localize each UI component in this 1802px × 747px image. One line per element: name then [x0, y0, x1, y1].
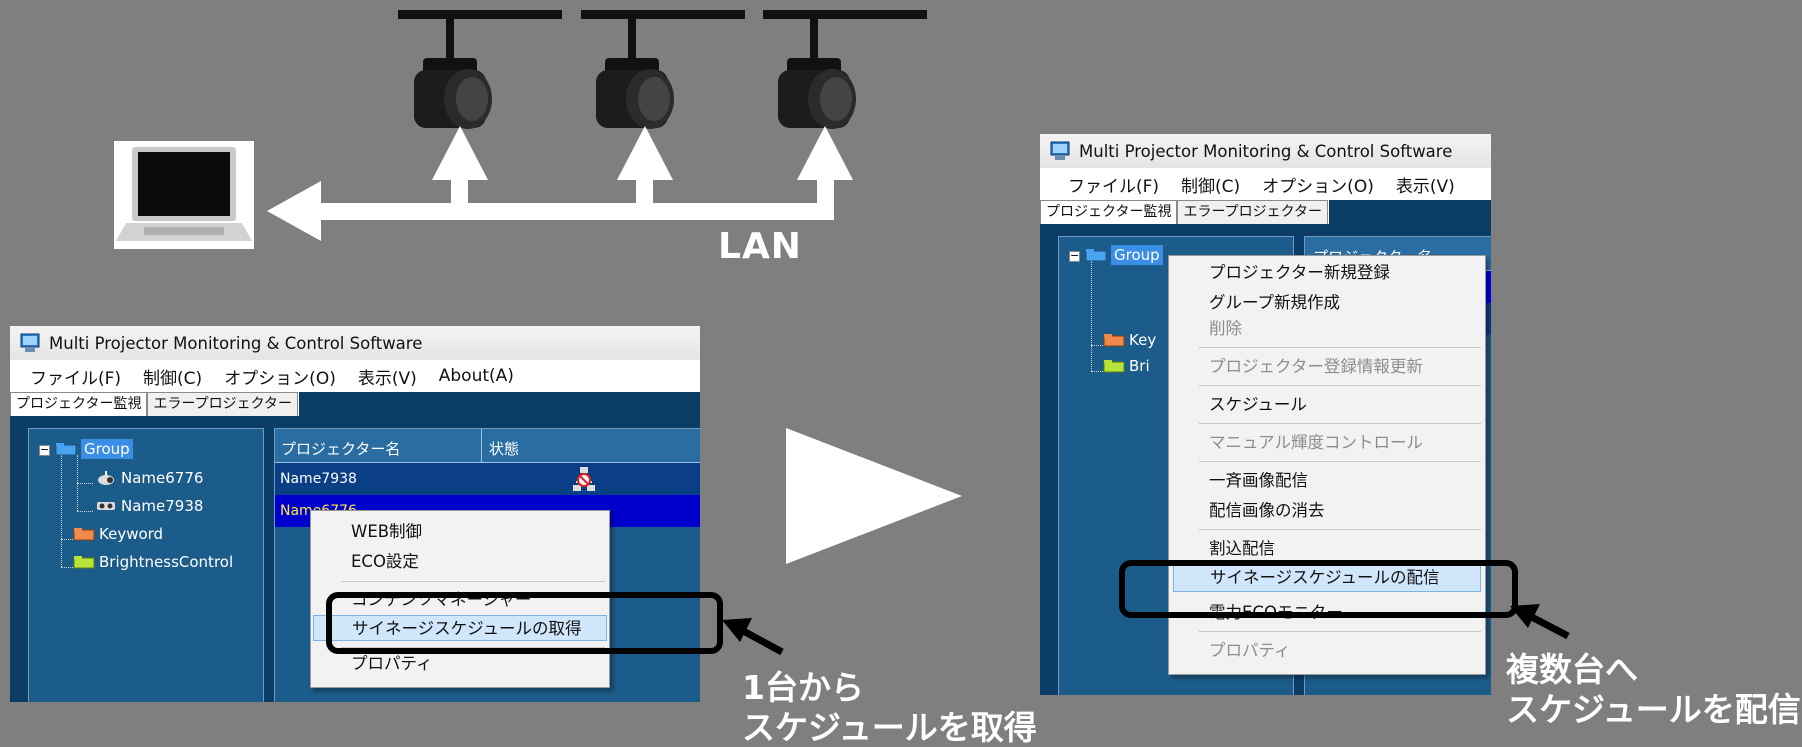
window-title: Multi Projector Monitoring & Control Sof… — [1079, 141, 1453, 161]
list-header: プロジェクター名 状態 — [275, 429, 700, 463]
highlight-callout — [1119, 560, 1518, 618]
menu-bar: ファイル(F) 制御(C) オプション(O) 表示(V) About(A) — [10, 360, 700, 392]
caption-get-schedule: 1台から スケジュールを取得 — [742, 668, 1037, 747]
highlight-callout — [326, 592, 723, 654]
pointer-arrow-icon — [722, 618, 784, 656]
caption-line: 複数台へ — [1506, 650, 1638, 689]
tab-error-projector[interactable]: エラープロジェクター — [147, 392, 299, 416]
tab-bar: プロジェクター監視 エラープロジェクター — [10, 392, 700, 418]
tree-label-keyword: Keyword — [99, 525, 164, 543]
next-arrow-icon — [786, 428, 962, 564]
projector-small-icon — [98, 471, 114, 485]
tree-label-group: Group — [1111, 245, 1163, 265]
folder-green-icon — [73, 556, 95, 569]
menu-item-web-control[interactable]: WEB制御 — [351, 522, 423, 541]
lan-arrows — [267, 126, 853, 241]
row-name: Name7938 — [280, 471, 357, 487]
folder-orange-icon — [73, 528, 95, 541]
menu-view[interactable]: 表示(V) — [357, 368, 417, 389]
column-header-name[interactable]: プロジェクター名 — [281, 440, 401, 458]
caption-distribute-schedule: 複数台へ スケジュールを配信 — [1506, 650, 1801, 730]
tree-item-brightness[interactable]: Bri — [1103, 357, 1150, 375]
menu-item-create-group[interactable]: グループ新規作成 — [1209, 293, 1341, 312]
caption-line: 1台から — [742, 668, 864, 707]
app-icon — [1050, 141, 1070, 160]
menu-item-update-registration[interactable]: プロジェクター登録情報更新 — [1209, 357, 1423, 376]
tree-item-keyword[interactable]: Key — [1103, 331, 1156, 349]
context-menu: WEB制御 ECO設定 コンテンツマネージャー サイネージスケジュールの取得 プ… — [310, 510, 610, 688]
title-bar: Multi Projector Monitoring & Control Sof… — [10, 326, 700, 360]
menu-item-manual-brightness[interactable]: マニュアル輝度コントロール — [1209, 433, 1424, 452]
menu-item-schedule[interactable]: スケジュール — [1209, 395, 1307, 414]
menu-item-properties[interactable]: プロパティ — [1209, 641, 1291, 660]
caption-line: スケジュールを取得 — [742, 708, 1037, 747]
tree-label-group: Group — [81, 439, 133, 459]
tree-label-brightness: Bri — [1129, 357, 1150, 375]
folder-icon — [55, 443, 77, 456]
tree-label-brightness: BrightnessControl — [99, 553, 234, 571]
app-icon — [20, 333, 40, 352]
menu-item-register-projector[interactable]: プロジェクター新規登録 — [1209, 263, 1390, 282]
lan-label: LAN — [718, 226, 802, 267]
left-app-window: Multi Projector Monitoring & Control Sof… — [10, 326, 700, 702]
menu-options[interactable]: オプション(O) — [1262, 176, 1374, 197]
tree-item-name7938[interactable]: Name7938 — [95, 497, 203, 515]
menu-item-properties[interactable]: プロパティ — [351, 654, 433, 673]
menu-item-delete-distributed-image[interactable]: 配信画像の消去 — [1209, 501, 1325, 520]
context-menu: プロジェクター新規登録 グループ新規作成 削除 プロジェクター登録情報更新 スケ… — [1168, 255, 1486, 675]
tree-item-name6776[interactable]: Name6776 — [95, 469, 203, 487]
menu-options[interactable]: オプション(O) — [224, 368, 336, 389]
lan-diagram-graphic — [267, 10, 927, 241]
folder-orange-icon — [1103, 334, 1125, 347]
tree-item-group[interactable]: Group — [1085, 245, 1163, 265]
title-bar: Multi Projector Monitoring & Control Sof… — [1040, 134, 1491, 168]
tree-label-keyword: Key — [1129, 331, 1157, 349]
tab-projector-monitor[interactable]: プロジェクター監視 — [10, 392, 148, 416]
tree-item-group[interactable]: Group — [55, 439, 133, 459]
table-row[interactable]: Name7938 — [275, 463, 700, 495]
tree-label-name7938: Name7938 — [121, 497, 204, 515]
laptop-icon — [114, 141, 254, 249]
group-tree: − Group Name6776 Name7938 Keyword — [28, 428, 264, 702]
right-app-window: Multi Projector Monitoring & Control Sof… — [1040, 134, 1491, 695]
menu-item-distribute-signage-schedule[interactable]: サイネージスケジュールの配信 — [1173, 564, 1481, 592]
tree-item-keyword[interactable]: Keyword — [73, 525, 163, 543]
menu-control[interactable]: 制御(C) — [1181, 176, 1241, 197]
menu-item-eco-settings[interactable]: ECO設定 — [351, 552, 419, 571]
folder-icon — [1085, 249, 1107, 262]
tab-projector-monitor[interactable]: プロジェクター監視 — [1040, 200, 1178, 224]
projector-icon — [581, 10, 745, 129]
menu-item-interrupt-distribution[interactable]: 割込配信 — [1209, 539, 1275, 558]
menu-view[interactable]: 表示(V) — [1395, 176, 1455, 197]
menu-item-delete[interactable]: 削除 — [1209, 319, 1242, 338]
collapse-icon[interactable]: − — [39, 443, 50, 456]
menu-item-get-signage-schedule[interactable]: サイネージスケジュールの取得 — [313, 615, 607, 641]
folder-green-icon — [1103, 360, 1125, 373]
network-error-icon — [573, 467, 595, 491]
tree-item-brightness[interactable]: BrightnessControl — [73, 553, 233, 571]
tab-error-projector[interactable]: エラープロジェクター — [1177, 200, 1329, 224]
menu-file[interactable]: ファイル(F) — [30, 368, 122, 389]
projector-icon — [398, 10, 562, 129]
collapse-icon[interactable]: − — [1069, 249, 1080, 262]
tab-bar: プロジェクター監視 エラープロジェクター — [1040, 200, 1491, 226]
projector-box-icon — [97, 502, 115, 510]
window-title: Multi Projector Monitoring & Control Sof… — [49, 333, 423, 353]
column-header-status[interactable]: 状態 — [489, 440, 520, 458]
projector-icon — [763, 10, 927, 129]
pointer-arrow-icon — [1510, 604, 1570, 640]
menu-about[interactable]: About(A) — [438, 366, 514, 386]
caption-line: スケジュールを配信 — [1506, 690, 1801, 729]
tree-label-name6776: Name6776 — [121, 469, 204, 487]
network-diagram: LAN — [0, 0, 1802, 300]
menu-file[interactable]: ファイル(F) — [1068, 176, 1160, 197]
menu-item-bulk-image-distribution[interactable]: 一斉画像配信 — [1209, 471, 1308, 490]
menu-control[interactable]: 制御(C) — [143, 368, 203, 389]
menu-bar: ファイル(F) 制御(C) オプション(O) 表示(V) — [1040, 168, 1491, 200]
